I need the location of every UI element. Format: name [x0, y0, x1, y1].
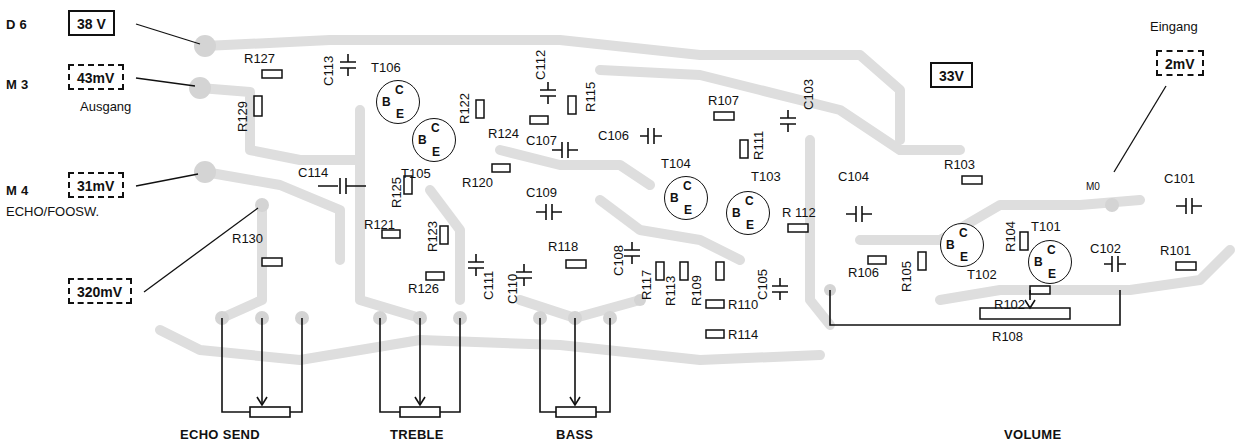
part-label: R114 — [728, 328, 758, 342]
signal-label: ECHO SEND — [180, 428, 260, 442]
part-label: R109 — [690, 275, 704, 306]
pin-letter: E — [684, 204, 692, 216]
part-label: R104 — [1004, 221, 1018, 252]
part-label: R127 — [244, 52, 275, 66]
part-label: R108 — [992, 330, 1023, 344]
voltage-value: 2mV — [1165, 56, 1195, 72]
voltage-value: 38 V — [77, 16, 106, 32]
part-label: C109 — [526, 186, 557, 200]
part-label: R126 — [408, 282, 439, 296]
part-label: R120 — [462, 176, 493, 190]
measurement-box: 43mV — [68, 64, 124, 90]
pin-letter: E — [746, 219, 754, 231]
pin-letter: C — [1047, 244, 1056, 256]
transistor-name: T104 — [661, 157, 691, 171]
transistor-circle: T101CBE — [1028, 240, 1072, 284]
part-label: R102 — [994, 298, 1025, 312]
part-label: R130 — [232, 232, 263, 246]
transistor-name: T103 — [751, 170, 781, 184]
measurement-box: 320mV — [68, 278, 132, 304]
transistor-name: T102 — [967, 268, 997, 282]
transistor-circle: T105CBE — [412, 118, 456, 162]
pin-letter: B — [382, 96, 391, 108]
measurement-box: 38 V — [68, 10, 115, 36]
part-label: C113 — [322, 56, 336, 86]
part-label: R105 — [900, 261, 914, 292]
signal-label: M 3 — [6, 78, 29, 92]
transistor-name: T101 — [1031, 220, 1061, 234]
signal-label: BASS — [556, 428, 593, 442]
signal-label: ECHO/FOOSW. — [6, 205, 99, 219]
part-label: R111 — [752, 131, 766, 160]
pin-letter: B — [418, 134, 427, 146]
part-label: R110 — [728, 298, 758, 312]
part-label: C114 — [298, 166, 328, 180]
part-label: C112 — [534, 50, 548, 80]
signal-label: M 4 — [6, 184, 29, 198]
part-label: R124 — [488, 127, 519, 141]
part-label: R101 — [1160, 244, 1191, 258]
pin-letter: B — [670, 192, 679, 204]
pin-letter: C — [959, 227, 968, 239]
part-label: R113 — [664, 276, 678, 306]
part-label: C103 — [802, 79, 816, 110]
pin-letter: E — [432, 146, 440, 158]
part-label: C106 — [598, 129, 629, 143]
signal-label: M0 — [1086, 180, 1100, 194]
part-label: C101 — [1164, 172, 1195, 186]
voltage-value: 33V — [939, 68, 964, 84]
signal-label: VOLUME — [1004, 428, 1061, 442]
pin-letter: C — [683, 180, 692, 192]
part-label: C111 — [482, 271, 496, 300]
signal-label: Eingang — [1150, 20, 1198, 34]
transistor-name: T106 — [371, 61, 401, 75]
transistor-circle: T103CBE — [726, 191, 770, 235]
part-label: C107 — [526, 134, 557, 148]
voltage-value: 320mV — [77, 284, 122, 300]
part-label: R117 — [640, 270, 654, 300]
pin-letter: E — [396, 108, 404, 120]
signal-label: TREBLE — [390, 428, 444, 442]
signal-label: Ausgang — [80, 100, 131, 114]
transistor-circle: T106CBE — [376, 80, 420, 124]
measurement-box: 2mV — [1156, 50, 1204, 76]
part-label: C110 — [506, 274, 520, 304]
part-label: C108 — [612, 245, 626, 276]
voltage-value: 31mV — [77, 178, 114, 194]
transistor-circle: T104CBE — [664, 176, 708, 220]
part-label: C105 — [756, 269, 770, 300]
part-label: R129 — [236, 101, 250, 132]
pin-letter: B — [1034, 256, 1043, 268]
part-label: C104 — [838, 170, 869, 184]
voltage-value: 43mV — [77, 70, 114, 86]
signal-label: D 6 — [6, 18, 27, 32]
part-label: R121 — [364, 218, 395, 232]
part-label: R125 — [390, 177, 404, 208]
pin-letter: C — [431, 122, 440, 134]
pin-letter: C — [745, 195, 754, 207]
part-label: R103 — [944, 158, 975, 172]
measurement-box: 31mV — [68, 172, 124, 198]
measurement-box: 33V — [930, 62, 973, 88]
part-label: R115 — [584, 82, 598, 112]
pin-letter: B — [732, 207, 741, 219]
part-label: R 112 — [782, 206, 816, 220]
part-label: R106 — [848, 266, 879, 280]
pin-letter: E — [960, 251, 968, 263]
pin-letter: B — [946, 239, 955, 251]
pin-letter: C — [395, 84, 404, 96]
pin-letter: E — [1048, 268, 1056, 280]
part-label: C102 — [1090, 242, 1121, 256]
part-label: R107 — [708, 94, 739, 108]
part-label: R123 — [426, 221, 440, 252]
transistor-circle: T102CBE — [940, 223, 984, 267]
part-label: R122 — [458, 93, 472, 124]
transistor-name: T105 — [401, 167, 431, 181]
part-label: R118 — [548, 240, 578, 254]
